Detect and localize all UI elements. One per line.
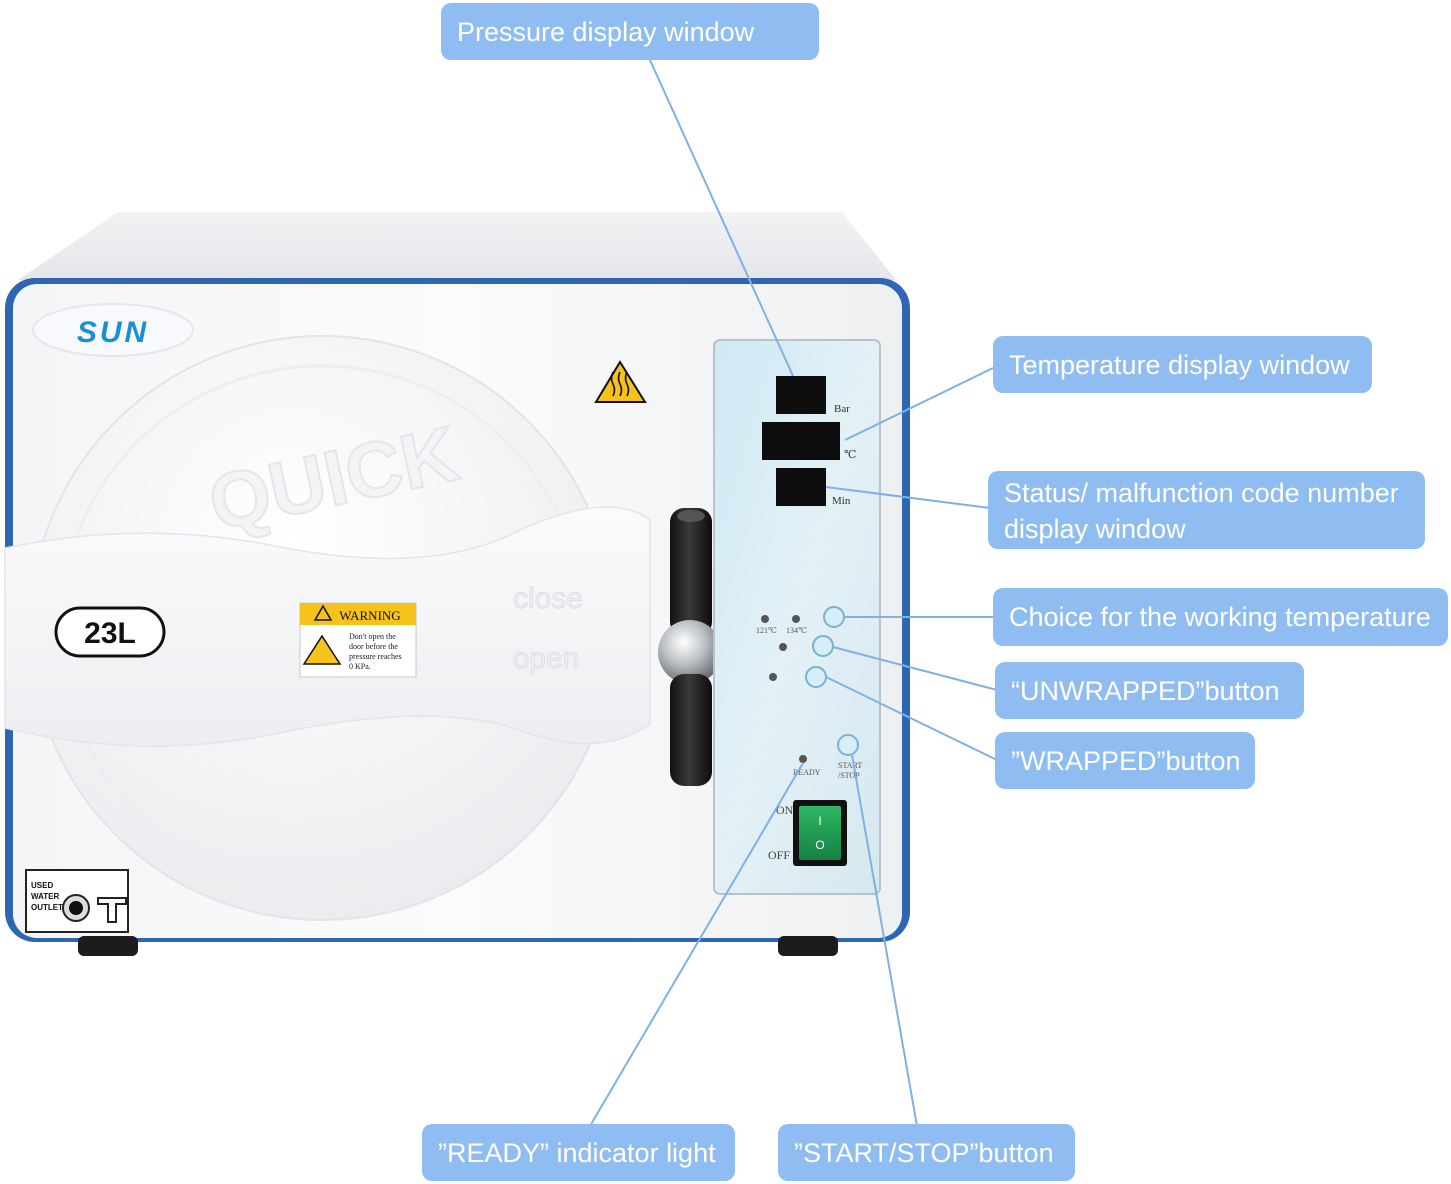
start-stop-button[interactable] xyxy=(837,734,859,756)
led-134 xyxy=(792,615,800,623)
start-stop-label-2: /STOP xyxy=(838,771,860,780)
unit-temp: ℃ xyxy=(844,449,856,461)
callout-status-line-1: Status/ malfunction code number xyxy=(1004,478,1399,508)
unwrapped-button[interactable] xyxy=(812,635,834,657)
warning-line-2: door before the xyxy=(349,642,398,651)
warning-line-3: pressure reaches xyxy=(349,652,402,661)
hot-surface-icon xyxy=(594,360,647,403)
door-open-text: open xyxy=(513,642,580,675)
warning-line-1: Don't open the xyxy=(349,632,396,641)
capacity-badge xyxy=(54,606,166,658)
outlet-line-2: WATER xyxy=(31,892,60,901)
unit-bar: Bar xyxy=(834,403,850,415)
callout-wrapped-button: ”WRAPPED”button xyxy=(995,732,1255,789)
on-label: ON xyxy=(776,803,794,817)
callout-status-line-2: display window xyxy=(1004,514,1186,544)
door-close-text: close xyxy=(513,582,583,615)
switch-on-mark: I xyxy=(818,814,821,828)
wrapped-button[interactable] xyxy=(805,666,827,688)
temperature-choice-button[interactable] xyxy=(823,606,845,628)
brand-logo xyxy=(32,303,194,357)
cabinet-top xyxy=(18,212,896,280)
label-134: 134℃ xyxy=(786,626,807,635)
callout-pressure-display: Pressure display window xyxy=(441,3,819,60)
foot-right xyxy=(778,936,838,956)
outlet-line-1: USED xyxy=(31,881,53,890)
ready-light xyxy=(799,755,807,763)
led-wrapped xyxy=(769,673,777,681)
led-unwrapped xyxy=(779,643,787,651)
temperature-display xyxy=(762,422,840,460)
pressure-display xyxy=(776,376,826,414)
outlet-line-3: OUTLET xyxy=(31,903,63,912)
ready-label: READY xyxy=(793,768,821,777)
water-outlet: USED WATER OUTLET xyxy=(25,869,129,933)
warning-title: WARNING xyxy=(339,608,400,623)
callout-status-display: Status/ malfunction code number display … xyxy=(988,471,1425,549)
warning-line-4: 0 KPa. xyxy=(349,662,371,671)
door-handle[interactable] xyxy=(658,508,722,786)
foot-left xyxy=(78,936,138,956)
led-121 xyxy=(761,615,769,623)
switch-off-mark: O xyxy=(815,838,824,852)
unit-min: Min xyxy=(832,495,851,507)
callout-start-stop-button: ”START/STOP”button xyxy=(778,1124,1075,1181)
start-stop-label-1: START xyxy=(838,761,862,770)
capacity-text: 23L xyxy=(84,617,136,650)
label-121: 121℃ xyxy=(756,626,777,635)
warning-label: WARNING Don't open the door before the p… xyxy=(299,602,417,678)
callout-choice-temperature: Choice for the working temperature xyxy=(993,588,1448,646)
brand-text: SUN xyxy=(77,316,149,349)
callout-ready-light: ”READY” indicator light xyxy=(422,1124,735,1181)
off-label: OFF xyxy=(768,848,790,862)
callout-unwrapped-button: “UNWRAPPED”button xyxy=(995,662,1304,719)
callout-temperature-display: Temperature display window xyxy=(993,336,1372,393)
status-display xyxy=(776,468,826,506)
leader-lines xyxy=(589,59,998,1127)
